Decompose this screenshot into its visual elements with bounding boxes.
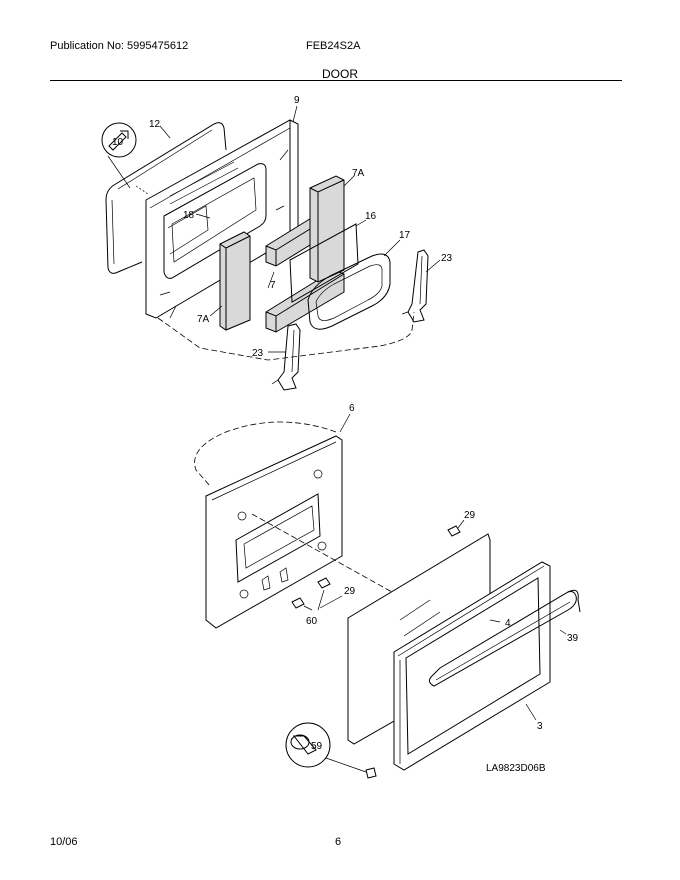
callout-7A-left: 7A <box>197 314 210 325</box>
callout-4: 4 <box>505 618 511 629</box>
callout-10: 10 <box>112 137 124 148</box>
insulation-blocks-part-7 <box>265 175 345 333</box>
section-title: DOOR <box>322 67 358 81</box>
bolt-part-10 <box>101 122 137 189</box>
inner-door-panel-part-9 <box>145 119 299 319</box>
callout-29-mid: 29 <box>344 586 356 597</box>
door-handle-part-39 <box>428 589 581 687</box>
door-frame-part-3 <box>393 561 551 771</box>
callout-23-left: 23 <box>252 348 264 359</box>
leader-lines <box>159 105 567 721</box>
page-number: 6 <box>335 836 342 848</box>
callout-7: 7 <box>270 280 276 291</box>
callout-7A-top: 7A <box>352 168 365 179</box>
callout-3: 3 <box>537 721 543 732</box>
assembly-line-loop <box>194 421 337 487</box>
clips-part-60 <box>291 577 331 611</box>
callout-23-right: 23 <box>441 253 453 264</box>
bolt-leader-dotted <box>135 185 149 195</box>
assembly-line-upper <box>157 311 415 361</box>
door-liner-part-6 <box>205 435 343 629</box>
knob-part-59 <box>285 722 377 779</box>
callout-60: 60 <box>306 616 318 627</box>
callout-9: 9 <box>294 95 300 106</box>
glass-seal-part-17 <box>307 253 391 330</box>
callout-16: 16 <box>365 211 377 222</box>
door-gasket-part-12 <box>105 122 227 274</box>
glass-pane-part-16 <box>289 223 359 303</box>
insulation-block-part-7A-left <box>219 231 251 331</box>
diagram-code: LA9823D06B <box>486 763 546 774</box>
footer-date: 10/06 <box>50 836 78 848</box>
callout-39: 39 <box>567 633 579 644</box>
hinge-part-23-right <box>401 249 429 323</box>
spacer-part-29-top <box>447 519 465 537</box>
callout-6: 6 <box>349 403 355 414</box>
model-number: FEB24S2A <box>306 40 361 52</box>
callout-29-top: 29 <box>464 510 476 521</box>
callout-12: 12 <box>149 119 161 130</box>
header-rule <box>50 80 622 81</box>
hinge-part-23-left <box>271 323 301 391</box>
publication-number: Publication No: 5995475612 <box>50 40 189 52</box>
callout-18: 18 <box>183 210 195 221</box>
callout-labels: 9 10 12 18 7A 16 17 23 7 7A 23 6 29 29 6… <box>112 95 579 774</box>
callout-59: 59 <box>311 741 323 752</box>
callout-17: 17 <box>399 230 411 241</box>
